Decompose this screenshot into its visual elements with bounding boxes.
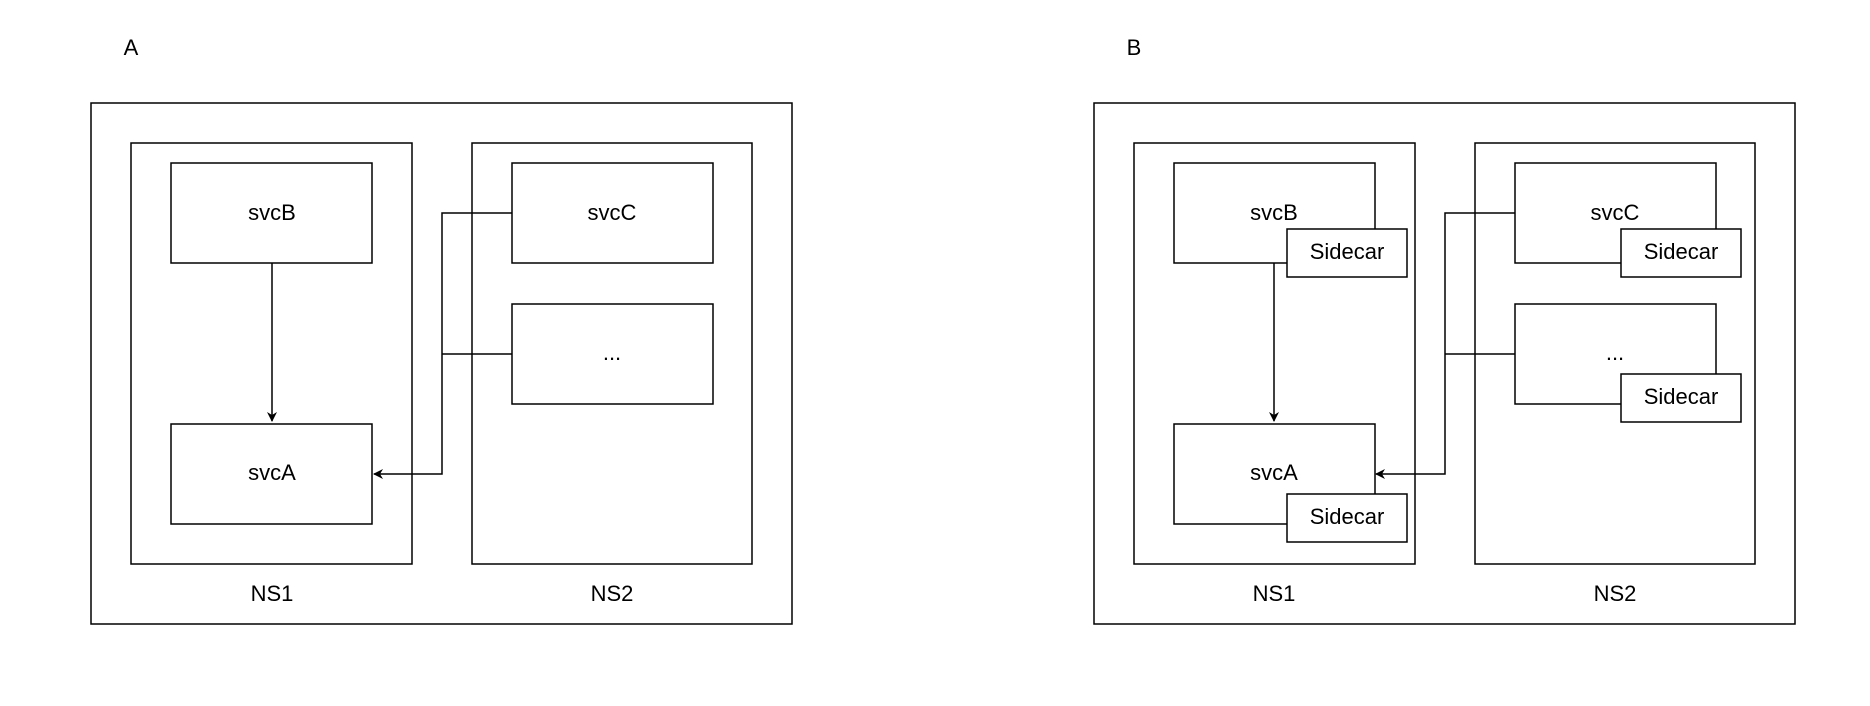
diagram-a-svca-label: svcA [248, 460, 296, 485]
diagram-a-label: A [124, 35, 139, 60]
diagram-b-ns2-label: NS2 [1594, 581, 1637, 606]
diagram-b-svca-sidecar-label: Sidecar [1310, 504, 1385, 529]
diagram-a-svcb-box [170, 162, 373, 264]
diagram-b-more-sidecar-label: Sidecar [1644, 384, 1719, 409]
diagram-a-svcb-label: svcB [248, 200, 296, 225]
diagram-a-more-box [511, 303, 714, 405]
diagram-a-svcc-box [511, 162, 714, 264]
diagram-b-ns1-label: NS1 [1253, 581, 1296, 606]
diagram-b-svcb-sidecar-label: Sidecar [1310, 239, 1385, 264]
diagram-a-svcc-label: svcC [588, 200, 637, 225]
diagram-b-svcb-sidecar-box [1286, 228, 1408, 278]
diagram-a-edge-svcc-to-svca [373, 212, 512, 479]
diagram-b-svca-label: svcA [1250, 460, 1298, 485]
diagram-b-label: B [1127, 35, 1142, 60]
diagram-a-svca-box [170, 423, 373, 525]
diagram-b-svca-sidecar-box [1286, 493, 1408, 543]
diagram-b-svcc-label: svcC [1591, 200, 1640, 225]
diagram-a-ns2-label: NS2 [591, 581, 634, 606]
diagram-b-more-sidecar-box [1620, 373, 1742, 423]
diagram-b-svcc-sidecar-label: Sidecar [1644, 239, 1719, 264]
diagram-a: A NS1 NS2 svcB svcA svcC ... [90, 35, 793, 625]
diagram-b-more-label: ... [1606, 340, 1624, 365]
diagram-b-edge-svcc-to-svca [1375, 212, 1515, 479]
diagram-a-ns1-label: NS1 [251, 581, 294, 606]
diagram-a-more-label: ... [603, 340, 621, 365]
diagram-b: B NS1 NS2 svcB Sidecar svcA Sidecar svcC… [1093, 35, 1796, 625]
diagram-b-svcc-sidecar-box [1620, 228, 1742, 278]
diagram-b-svcb-label: svcB [1250, 200, 1298, 225]
